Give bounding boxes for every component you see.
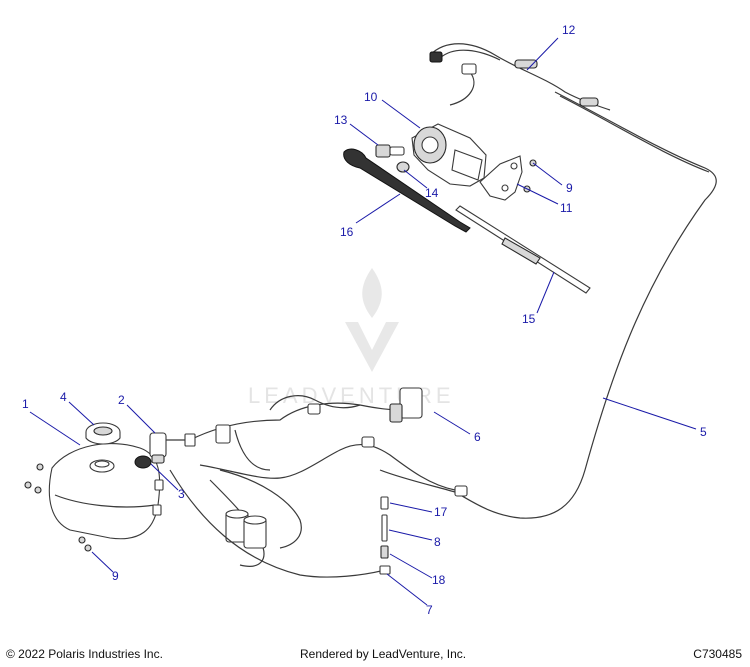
mounting-bracket [479, 155, 523, 201]
screw [36, 463, 44, 471]
copyright-notice: © 2022 Polaris Industries Inc. [6, 647, 163, 661]
callout-5: 5 [700, 425, 707, 439]
leadventure-watermark: LEADVENTURE [248, 268, 451, 408]
screw [78, 536, 86, 544]
hose-connector [381, 514, 388, 542]
callout-7: 7 [426, 603, 433, 617]
wiper-nut [375, 144, 405, 158]
callout-16: 16 [340, 225, 354, 239]
callout-18: 18 [432, 573, 446, 587]
wiper-blade [455, 205, 591, 294]
leader-lines [29, 37, 697, 606]
washer-pump [149, 432, 196, 464]
callout-12: 12 [562, 23, 576, 37]
callout-3: 3 [178, 487, 185, 501]
screw [84, 544, 92, 552]
screw [34, 486, 42, 494]
check-valve [380, 545, 389, 559]
rendered-by-credit: Rendered by LeadVenture, Inc. [300, 647, 467, 661]
callout-14: 14 [425, 186, 439, 200]
reservoir-cap [85, 422, 121, 445]
callout-15: 15 [522, 312, 536, 326]
wiper-cap [396, 161, 410, 173]
callout-17: 17 [434, 505, 448, 519]
callout-13: 13 [334, 113, 348, 127]
hose-fitting [380, 496, 389, 510]
wiper-arm [343, 148, 471, 233]
wiper-motor [411, 123, 487, 187]
callout-4: 4 [60, 390, 67, 404]
callout-9-bottom: 9 [112, 569, 119, 583]
callout-1: 1 [22, 397, 29, 411]
pump-grommet [134, 455, 152, 469]
callout-10: 10 [364, 90, 378, 104]
callout-2: 2 [118, 393, 125, 407]
callout-8: 8 [434, 535, 441, 549]
hose-tee [379, 565, 391, 575]
callout-11: 11 [560, 201, 573, 215]
screw [24, 481, 32, 489]
relay-pack [225, 509, 267, 549]
callout-9-top: 9 [566, 181, 573, 195]
lower-hose [169, 469, 386, 578]
callout-6: 6 [474, 430, 481, 444]
wire-harness-upper [429, 43, 611, 111]
diagram-code: C730485 [693, 647, 742, 661]
wire-harness-lower [189, 387, 468, 567]
